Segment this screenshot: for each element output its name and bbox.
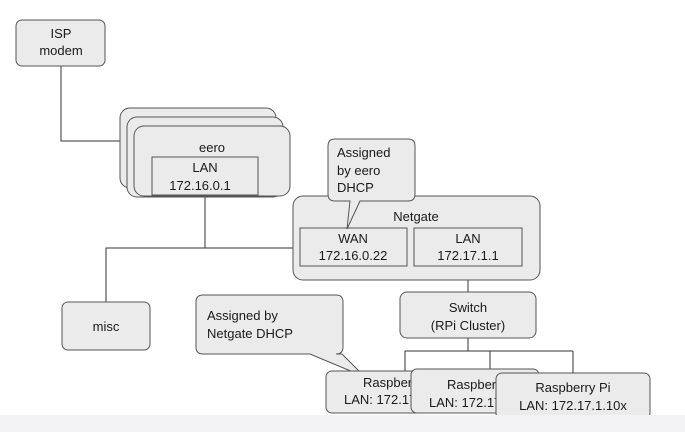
raspberry-pi-3-name: Raspberry Pi (535, 380, 610, 395)
raspberry-pi-2-name: Raspberry Pi (447, 377, 522, 392)
netgate-title: Netgate (393, 209, 439, 224)
netgate-dhcp-callout: Assigned by Netgate DHCP (195, 294, 366, 378)
switch-label: Switch (449, 300, 487, 315)
netgate-lan-port: LAN 172.17.1.1 (413, 227, 523, 267)
eero-dhcp-callout-line2: by eero (337, 163, 380, 178)
netgate-wan-port: WAN 172.16.0.22 (299, 227, 408, 267)
eero-dhcp-callout-line3: DHCP (337, 180, 374, 195)
raspberry-pi-3-lan: LAN: 172.17.1.10x (519, 398, 627, 413)
netgate-wan-ip: 172.16.0.22 (319, 248, 388, 263)
bus-to-misc-line (105, 247, 205, 302)
raspberry-pi-node-3: Raspberry Pi LAN: 172.17.1.10x (495, 372, 651, 420)
netgate-node: Netgate WAN 172.16.0.22 LAN 172.17.1.1 (292, 195, 541, 281)
eero-node: eero LAN 172.16.0.1 (119, 107, 291, 198)
misc-node: misc (61, 301, 151, 351)
eero-lan-ip: 172.16.0.1 (169, 178, 230, 193)
netgate-dhcp-callout-line2: Netgate DHCP (207, 326, 293, 341)
eero-dhcp-callout: Assigned by eero DHCP (327, 138, 416, 230)
netgate-lan-label: LAN (455, 231, 480, 246)
raspberry-pi-2-lan: LAN: 172.17.1.10x (429, 395, 537, 410)
raspberry-pi-1-lan: LAN: 172.17.1.10x (344, 392, 452, 407)
eero-lan-label: LAN (192, 160, 217, 175)
misc-label: misc (93, 319, 120, 334)
eero-lan-port: LAN 172.16.0.1 (151, 156, 259, 196)
netgate-wan-label: WAN (338, 231, 368, 246)
switch-node: Switch (RPi Cluster) (399, 291, 537, 339)
netgate-lan-ip: 172.17.1.1 (437, 248, 498, 263)
isp-modem-label-line2: modem (39, 43, 82, 58)
switch-sublabel: (RPi Cluster) (431, 318, 505, 333)
modem-to-eero-line (60, 66, 122, 142)
eero-title: eero (199, 140, 225, 155)
eero-dhcp-callout-line1: Assigned (337, 145, 390, 160)
isp-modem-node: ISP modem (15, 19, 106, 67)
isp-modem-label-line1: ISP (51, 26, 72, 41)
netgate-dhcp-callout-line1: Assigned by (207, 308, 278, 323)
raspberry-pi-1-name: Raspberry Pi (363, 375, 438, 390)
canvas-bottom-edge (0, 415, 685, 432)
